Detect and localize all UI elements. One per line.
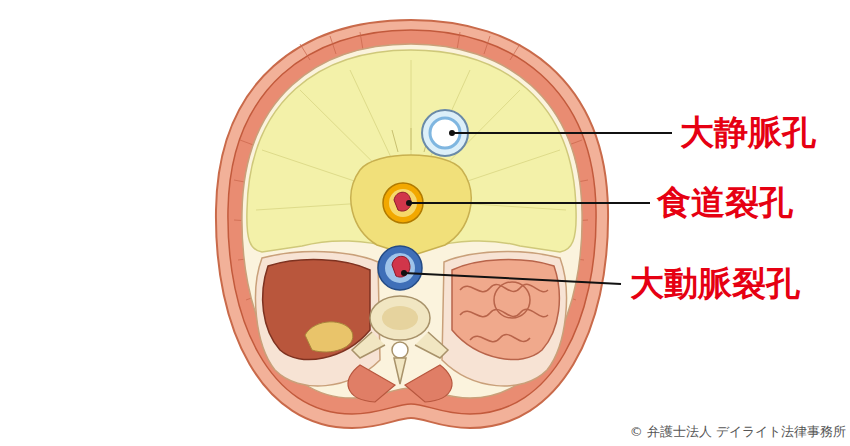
abdominal-compartment [442, 252, 566, 386]
part-label: 食道裂孔 [657, 184, 793, 221]
intestines [452, 260, 559, 360]
watermark: © 弁護士法人 デイライト法律事務所 [630, 424, 846, 440]
aortic-hiatus [378, 246, 422, 290]
part-label: 大静脈孔 [680, 114, 816, 151]
leader-lines [404, 133, 672, 284]
liver [263, 260, 370, 360]
back-muscles [348, 365, 452, 402]
esophagus [394, 192, 411, 211]
thoracic-cavity [242, 44, 582, 398]
intestine-loops [460, 282, 548, 342]
body-wall [216, 20, 608, 428]
leader-line [404, 273, 621, 284]
gallbladder [305, 322, 353, 352]
crura [351, 155, 471, 256]
diaphragm [247, 50, 576, 252]
muscle-layer [228, 30, 596, 414]
part-label: 大動脈裂孔 [630, 265, 800, 302]
leader-line [409, 202, 650, 204]
leader-line [452, 132, 672, 134]
